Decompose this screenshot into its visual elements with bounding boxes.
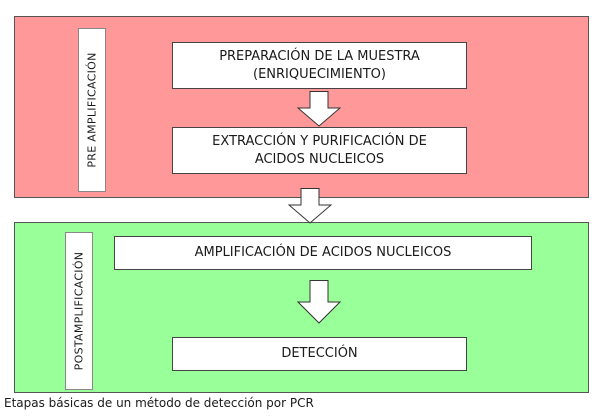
figure-caption: Etapas básicas de un método de detección… [4,396,314,410]
step-extraction-purification: EXTRACCIÓN Y PURIFICACIÓN DE ACIDOS NUCL… [172,127,467,174]
pre-amplification-label-box: PRE AMPLIFICACIÓN [78,28,106,192]
down-arrow-icon [288,188,332,224]
post-amplification-label-box: POSTAMPLIFICACIÓN [65,232,93,390]
step-amplification: AMPLIFICACIÓN DE ACIDOS NUCLEICOS [114,236,532,270]
down-arrow-icon [297,91,341,127]
step-detection: DETECCIÓN [172,337,467,371]
post-amplification-label: POSTAMPLIFICACIÓN [72,251,86,371]
step-sample-preparation: PREPARACIÓN DE LA MUESTRA (ENRIQUECIMIEN… [172,42,467,89]
pre-amplification-label: PRE AMPLIFICACIÓN [85,52,99,168]
down-arrow-icon [297,280,341,324]
